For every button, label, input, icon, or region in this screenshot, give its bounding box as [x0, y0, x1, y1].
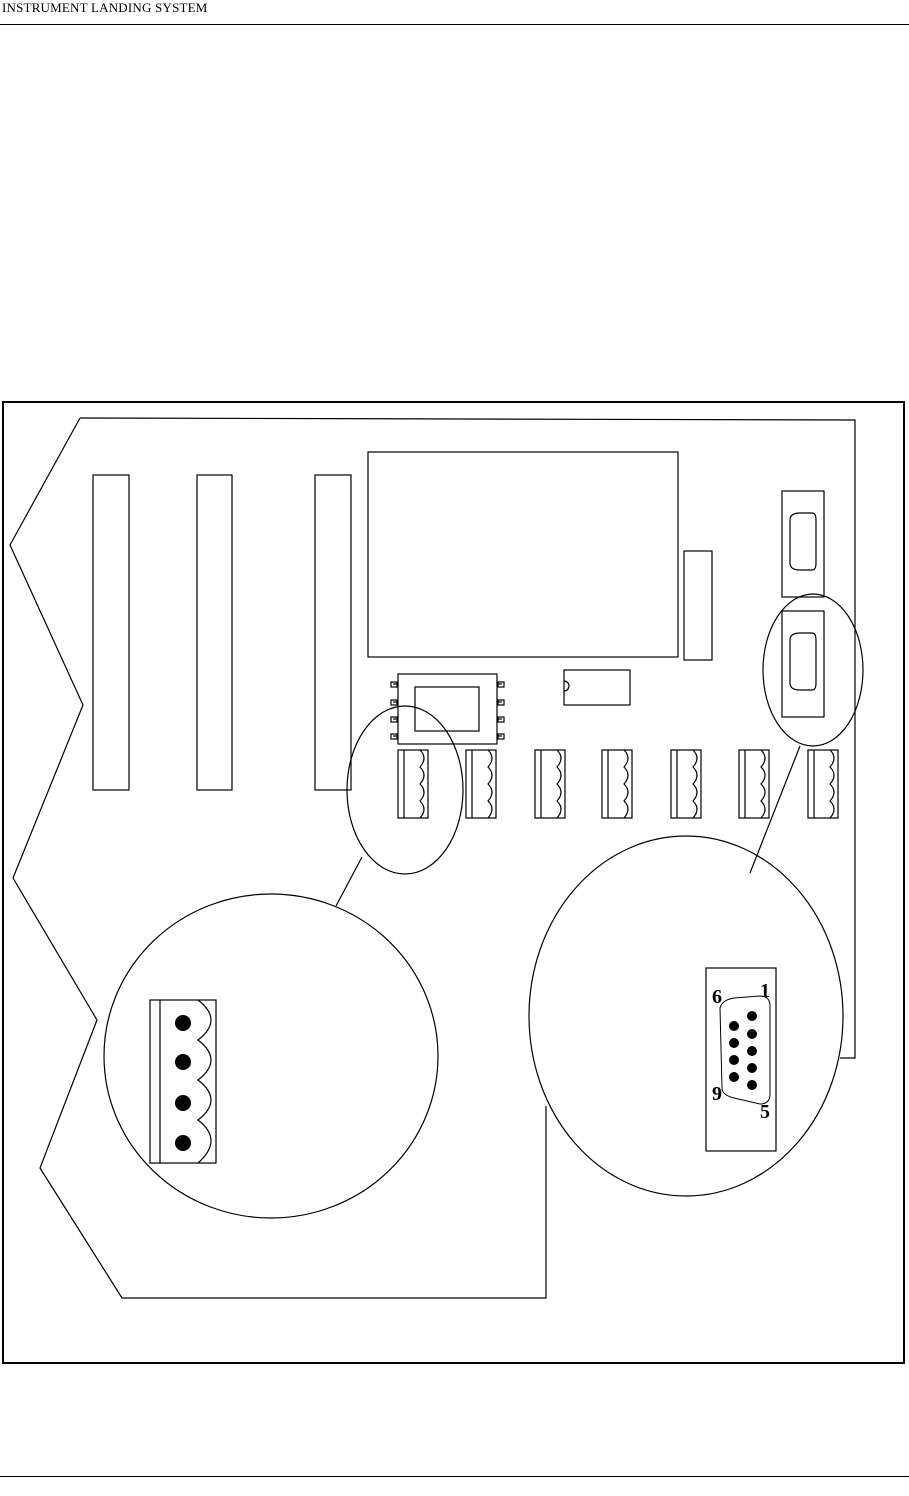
side-component	[684, 551, 712, 660]
pin-label-6: 6	[712, 986, 722, 1008]
callout-circle-db9	[763, 594, 863, 746]
magnified-circle-terminal	[104, 894, 438, 1218]
board-bottom-edge	[122, 1106, 546, 1298]
terminal-block-7	[808, 750, 838, 818]
pin-label-9: 9	[712, 1083, 722, 1105]
terminal-block-5	[671, 750, 701, 818]
connector-strip-1	[93, 475, 129, 790]
terminal-block-3	[535, 750, 565, 818]
board-outline	[80, 418, 855, 1058]
terminal-pins	[175, 1015, 191, 1151]
terminal-block-1	[398, 750, 428, 818]
db9-connector-lower	[782, 611, 824, 717]
connector-strip-3	[315, 475, 351, 790]
leader-line-db9	[750, 746, 800, 873]
pin-label-5: 5	[760, 1101, 770, 1123]
main-module	[368, 452, 678, 657]
footer-divider	[0, 1476, 909, 1477]
pin-label-1: 1	[760, 980, 770, 1002]
terminal-block-2	[466, 750, 496, 818]
terminal-block-4	[602, 750, 632, 818]
connector-strip-2	[197, 475, 232, 790]
magnified-circle-db9	[529, 836, 843, 1196]
ic-chip	[564, 670, 630, 705]
db9-connector-upper	[782, 491, 824, 597]
leader-line-terminal	[336, 857, 362, 906]
db9-pins	[729, 1011, 757, 1090]
terminal-block-6	[739, 750, 769, 818]
board-left-edge	[10, 418, 122, 1298]
